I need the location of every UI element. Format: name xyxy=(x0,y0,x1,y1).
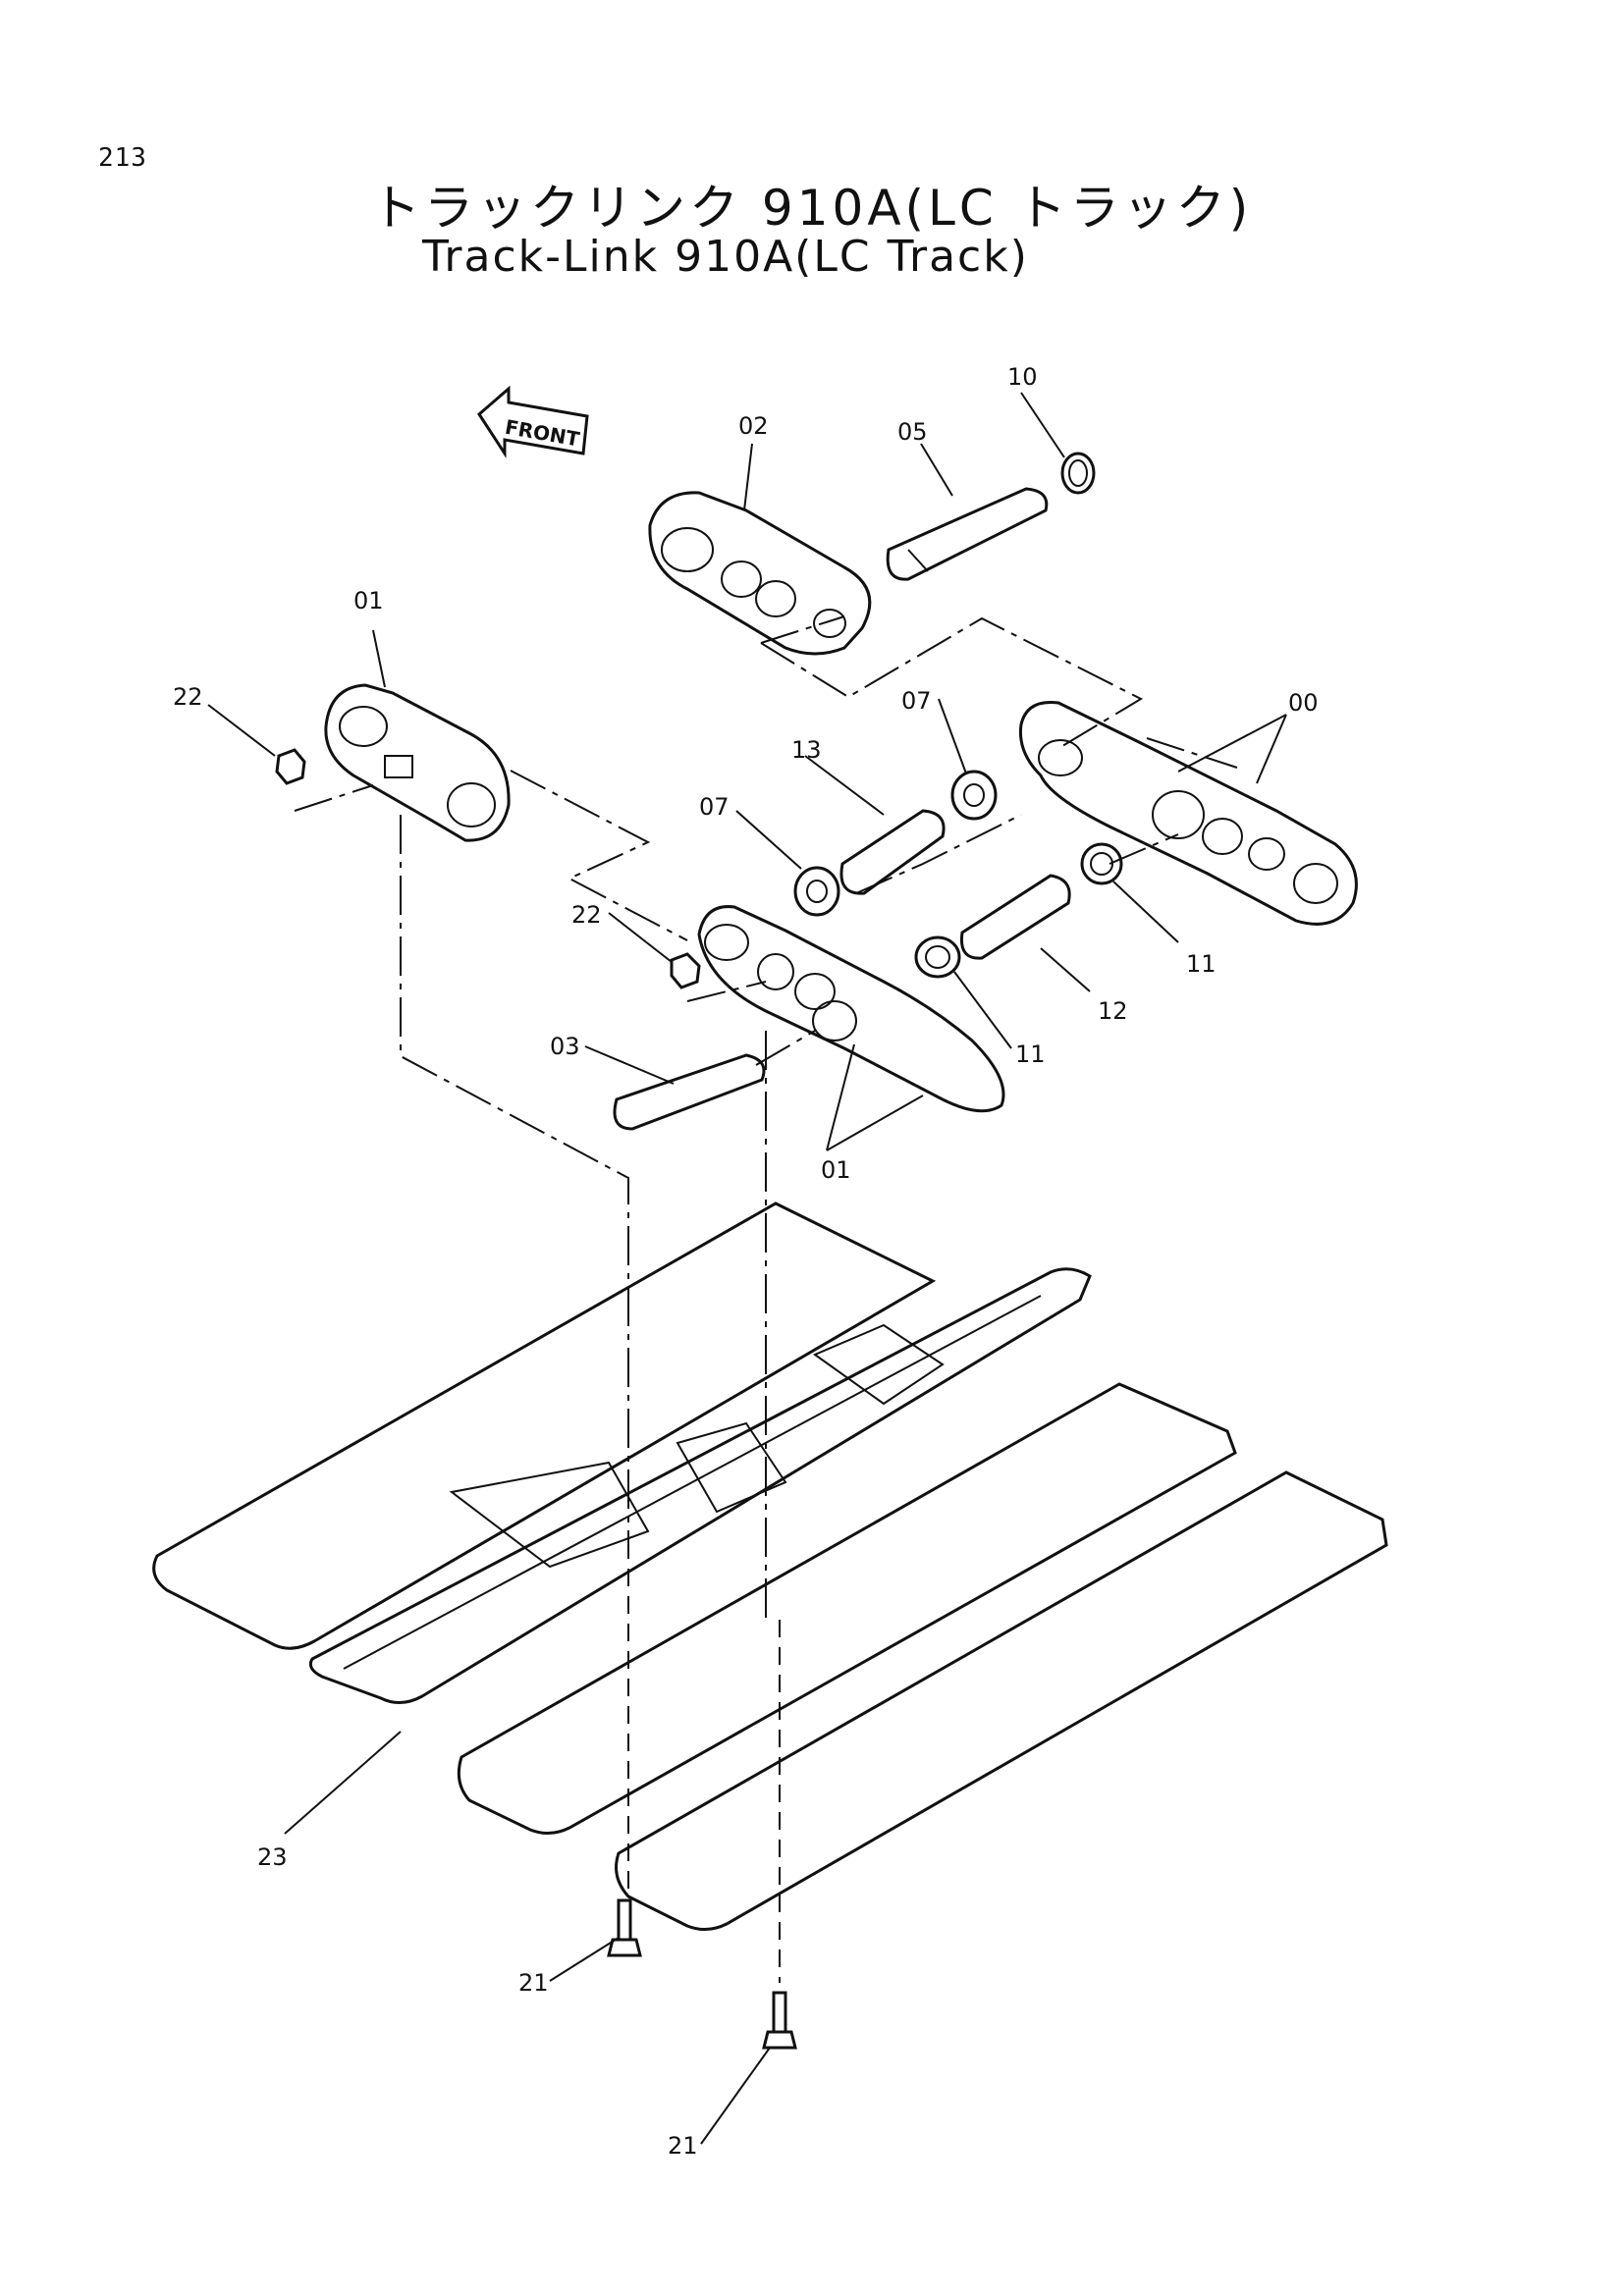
callout-10: 10 xyxy=(1007,363,1038,391)
link-01-upper-shape xyxy=(324,683,511,842)
pin-05-shape xyxy=(886,487,1049,581)
nut-22-lower-shape xyxy=(670,952,701,989)
callout-12: 12 xyxy=(1098,997,1128,1025)
bushing-12-shape xyxy=(959,874,1071,960)
link-01-lower-shape xyxy=(697,905,1005,1113)
nut-22-upper-shape xyxy=(275,748,306,785)
link-00-shape xyxy=(1018,700,1358,926)
bolt-21-left-shape xyxy=(607,1898,642,1957)
callout-05: 05 xyxy=(897,418,928,446)
link-02-shape xyxy=(648,491,872,656)
callout-01-lower: 01 xyxy=(821,1156,851,1184)
callout-22-lower: 22 xyxy=(571,901,602,929)
leader-lines xyxy=(207,392,1287,2145)
callout-22-upper: 22 xyxy=(173,683,203,711)
bushing-13-shape xyxy=(839,809,946,895)
seal-07-left-shape xyxy=(793,866,840,917)
bolt-21-right-shape xyxy=(762,1991,797,2050)
seal-11-left-shape xyxy=(914,935,961,979)
pin-03-shape xyxy=(613,1053,766,1131)
callout-01-upper: 01 xyxy=(353,587,384,614)
snap-ring-10-shape xyxy=(1060,452,1096,495)
callout-00: 00 xyxy=(1288,689,1319,717)
callout-21-right: 21 xyxy=(668,2132,698,2160)
assembly-lines xyxy=(294,615,1238,1983)
callout-21-left: 21 xyxy=(518,1969,549,1997)
callout-23: 23 xyxy=(257,1843,288,1871)
seal-11-right-shape xyxy=(1080,842,1123,885)
callout-11-left: 11 xyxy=(1015,1041,1046,1068)
seal-07-right-shape xyxy=(950,770,998,821)
front-arrow-icon: FRONT xyxy=(477,385,589,459)
track-shoes-23-shape xyxy=(152,1201,1388,1931)
title-english: Track-Link 910A(LC Track) xyxy=(422,232,1029,282)
callout-13: 13 xyxy=(791,736,822,764)
callout-03: 03 xyxy=(550,1033,580,1060)
callout-11-right: 11 xyxy=(1186,950,1217,978)
page-number: 213 xyxy=(98,143,147,173)
callout-07-right: 07 xyxy=(901,687,932,715)
title-japanese: トラックリンク 910A(LC トラック) xyxy=(371,180,1253,237)
callout-02: 02 xyxy=(738,412,769,440)
callout-07-left: 07 xyxy=(699,793,730,821)
